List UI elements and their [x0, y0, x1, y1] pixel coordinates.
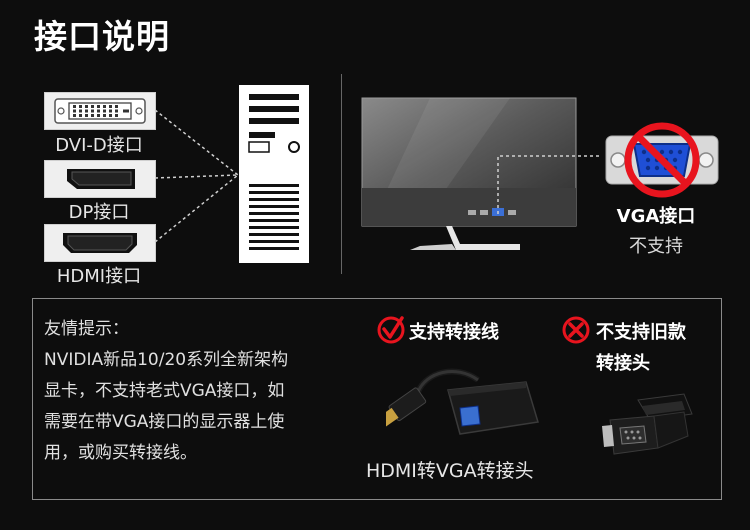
- vga-callout-line: [497, 155, 602, 214]
- unsupported-adapter-label: 不支持旧款: [596, 322, 686, 343]
- supported-adapter-label: 支持转接线: [409, 322, 499, 343]
- tip-line: 需要在带VGA接口的显示器上使: [44, 412, 285, 432]
- vga-port-label: VGA接口: [616, 206, 696, 227]
- dvi-port-label: DVI-D接口: [55, 135, 143, 156]
- cross-circle-icon: [562, 316, 590, 344]
- pc-tower-icon: [239, 85, 309, 263]
- vga-port-prohibited-icon: [605, 122, 719, 198]
- displayport-label: DP接口: [68, 202, 130, 223]
- hdmi-port-icon: [44, 224, 156, 262]
- tip-line: NVIDIA新品10/20系列全新架构: [44, 350, 289, 370]
- adapter-caption: HDMI转VGA转接头: [366, 460, 534, 482]
- tip-line: 友情提示：: [44, 319, 129, 339]
- page-title: 接口说明: [34, 17, 170, 56]
- tip-line: 用，或购买转接线。: [44, 443, 197, 463]
- tip-box: [32, 298, 722, 500]
- old-dvi-vga-adapter-icon: [602, 393, 693, 455]
- vga-status-label: 不支持: [629, 236, 683, 257]
- hdmi-to-vga-adapter-icon: [386, 368, 539, 435]
- dvi-port-icon: [44, 92, 156, 130]
- hdmi-port-label: HDMI接口: [56, 266, 142, 287]
- connection-lines: [154, 109, 239, 243]
- section-divider: [341, 74, 342, 274]
- unsupported-adapter-label-2: 转接头: [596, 353, 650, 374]
- displayport-icon: [44, 160, 156, 198]
- monitor-icon: [361, 97, 577, 250]
- check-circle-icon: [377, 316, 405, 344]
- tip-text: 友情提示： NVIDIA新品10/20系列全新架构 显卡，不支持老式VGA接口，…: [44, 314, 356, 469]
- tip-line: 显卡，不支持老式VGA接口，如: [44, 381, 285, 401]
